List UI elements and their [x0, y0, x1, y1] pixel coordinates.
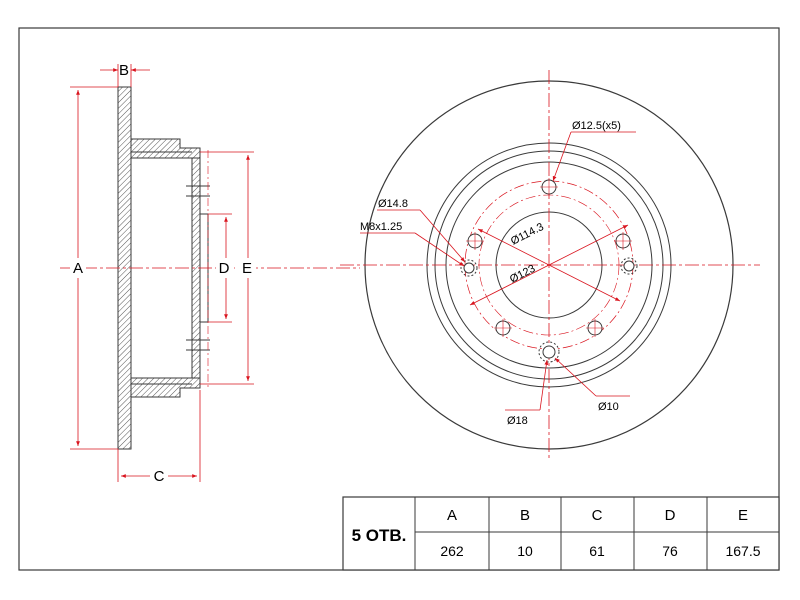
front-view: Ø12.5(x5) Ø14.8 M8x1.25 Ø114.3 Ø123 Ø18 … — [340, 70, 760, 460]
hub-bore-label: Ø18 — [507, 415, 528, 427]
dim-label-a: A — [73, 260, 83, 277]
dim-label-d: D — [219, 260, 230, 277]
table-cell: 76 — [662, 543, 678, 559]
center-bore-label: Ø14.8 — [378, 198, 408, 210]
table-header: D — [665, 507, 676, 524]
dim-label-b: B — [119, 62, 129, 79]
table-cell: 10 — [517, 543, 533, 559]
dim-label-c: C — [154, 468, 165, 485]
threaded-hole — [463, 262, 475, 274]
pin-label: Ø10 — [598, 401, 619, 413]
hat-lower-section — [130, 377, 201, 398]
threaded-hole — [623, 260, 635, 272]
hat-upper-section — [130, 138, 201, 159]
side-view: A B C D E — [60, 62, 360, 486]
hub-label: Ø123 — [508, 263, 537, 286]
pin-hole — [542, 345, 556, 359]
table-cell: 262 — [440, 543, 464, 559]
thread-label: M8x1.25 — [360, 221, 402, 233]
spec-table: 5 ОТВ. A B C D E 262 10 61 76 167.5 — [342, 496, 780, 571]
table-header: B — [520, 507, 530, 524]
table-cell: 61 — [589, 543, 605, 559]
table-header: A — [447, 507, 457, 524]
table-header: C — [592, 507, 603, 524]
bolt-hole-label: Ø12.5(x5) — [572, 120, 621, 132]
holes-count-label: 5 ОТВ. — [352, 526, 407, 545]
drawing-frame — [18, 27, 780, 571]
table-header: E — [738, 507, 748, 524]
hub-dimension-line — [469, 224, 629, 306]
table-cell: 167.5 — [725, 543, 760, 559]
dim-label-e: E — [242, 260, 252, 277]
